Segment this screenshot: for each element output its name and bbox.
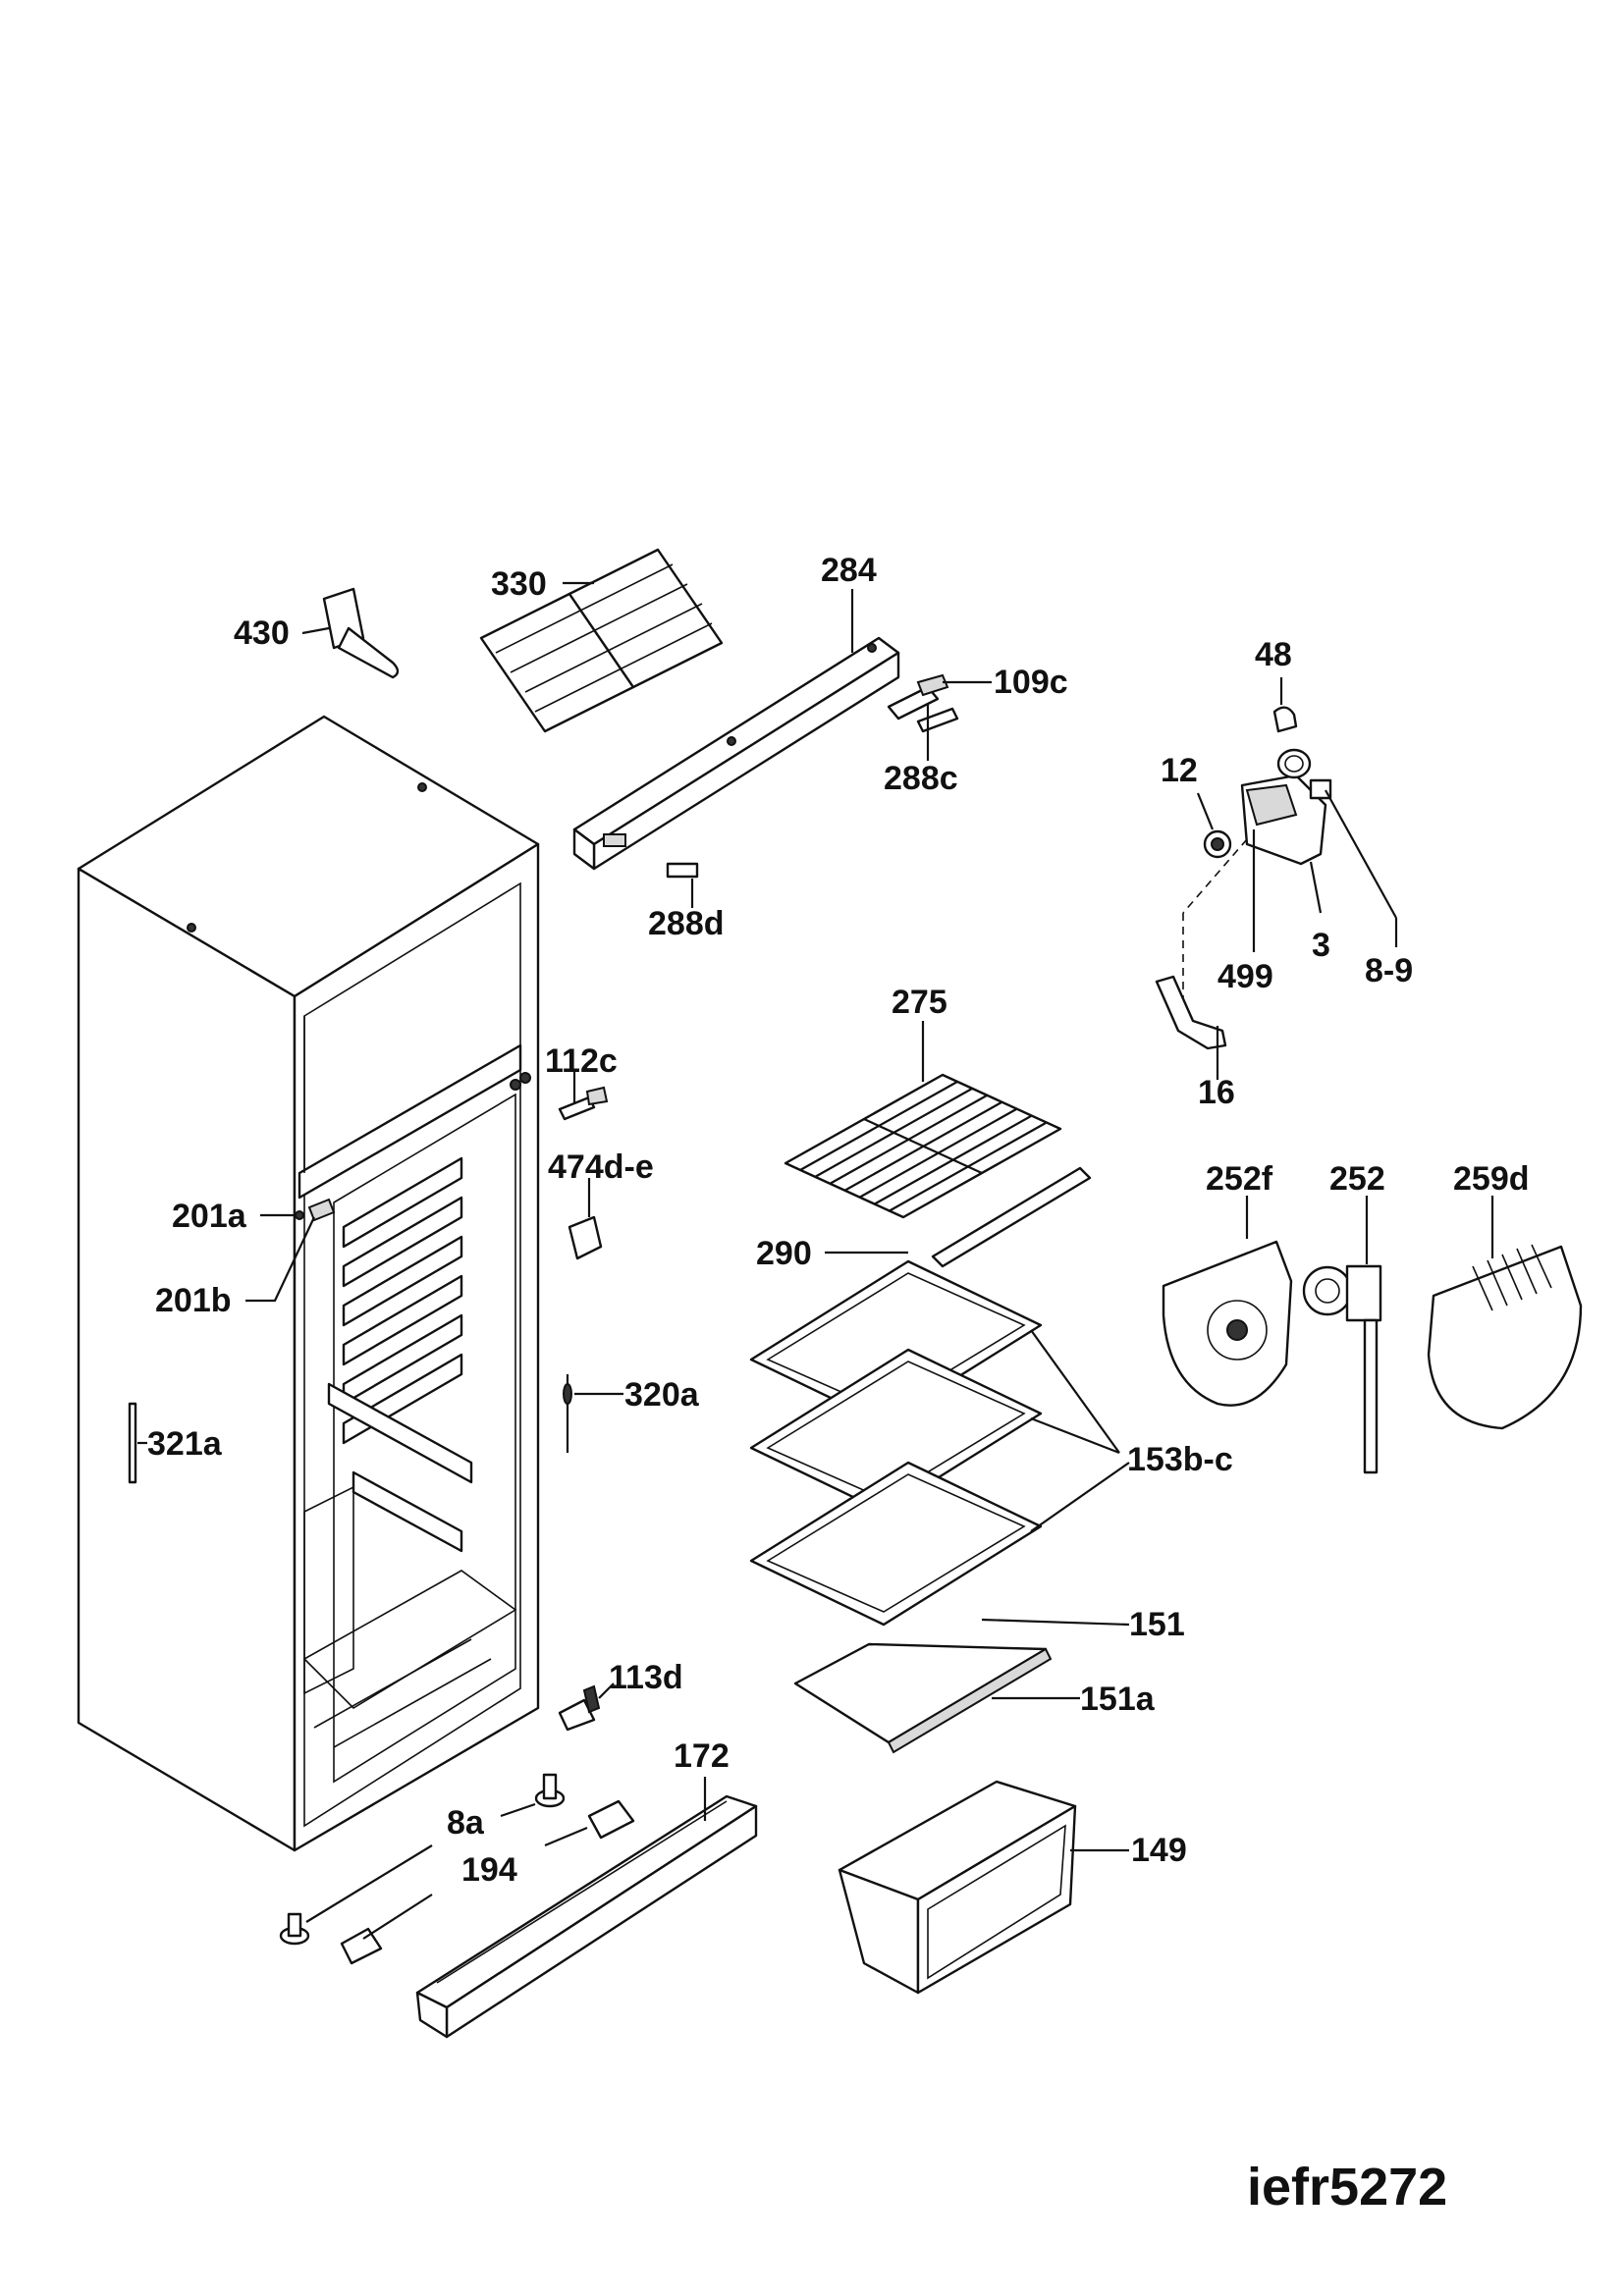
- label-330: 330: [491, 565, 547, 603]
- part-288d-cover-plug: [666, 862, 699, 908]
- label-153b-c: 153b-c: [1127, 1441, 1233, 1478]
- label-151: 151: [1129, 1606, 1185, 1643]
- part-499-wire: [1182, 829, 1256, 1011]
- label-3: 3: [1312, 927, 1330, 964]
- part-320a-pin: [563, 1374, 623, 1453]
- part-430-ice-scraper: [301, 587, 400, 679]
- label-113d: 113d: [609, 1659, 683, 1696]
- part-194-foot-bracket: [340, 1799, 635, 1965]
- part-112c-hinge: [558, 1070, 609, 1121]
- label-8-9: 8-9: [1365, 952, 1413, 989]
- label-16: 16: [1198, 1074, 1235, 1111]
- part-259d-fan-grille: [1427, 1196, 1583, 1430]
- label-149: 149: [1131, 1832, 1187, 1869]
- label-201a: 201a: [172, 1198, 247, 1235]
- part-16-thermostat-bracket: [1155, 975, 1227, 1080]
- part-474d-e-switch: [568, 1178, 603, 1260]
- label-474d-e: 474d-e: [548, 1148, 654, 1186]
- label-288c: 288c: [884, 760, 958, 797]
- part-113d-hinge: [558, 1682, 615, 1732]
- callout-labels: 430 330 284 109c 288c 288d 48 12 499 3 8…: [147, 552, 1530, 1889]
- label-194: 194: [461, 1851, 517, 1889]
- part-321a-strip: [128, 1402, 147, 1484]
- refrigerator-cabinet: [77, 715, 540, 1852]
- part-201b-screw: [245, 1198, 336, 1303]
- part-330-ice-trays: [479, 548, 724, 733]
- label-499: 499: [1217, 958, 1273, 995]
- label-290: 290: [756, 1235, 812, 1272]
- part-8a-adjustable-foot: [279, 1773, 566, 1946]
- label-12: 12: [1161, 752, 1198, 789]
- part-252-fan-motor: [1302, 1196, 1382, 1474]
- part-252f-fan-cover: [1162, 1196, 1293, 1407]
- label-321a: 321a: [147, 1425, 223, 1463]
- part-284-top-cover: [572, 589, 900, 871]
- label-112c: 112c: [545, 1042, 618, 1080]
- part-12-thermostat-knob: [1196, 792, 1232, 859]
- part-201a-screw: [260, 1210, 304, 1220]
- label-430: 430: [234, 614, 290, 652]
- label-288d: 288d: [648, 905, 725, 942]
- part-172-front-cover: [415, 1777, 758, 2039]
- part-149-crisper-drawer: [838, 1780, 1129, 1995]
- part-48-lamp-bulb: [1272, 677, 1298, 733]
- label-284: 284: [821, 552, 877, 589]
- label-8a: 8a: [447, 1804, 485, 1842]
- label-201b: 201b: [155, 1282, 232, 1319]
- model-code: iefr5272: [1247, 2158, 1447, 2216]
- part-153b-c-glass-shelves: [749, 1259, 1130, 1627]
- part-290-shelf-rail: [825, 1166, 1092, 1268]
- part-109c-hinge-clip: [887, 673, 992, 721]
- label-252: 252: [1329, 1160, 1385, 1198]
- label-259d: 259d: [1453, 1160, 1530, 1198]
- label-48: 48: [1255, 636, 1292, 673]
- label-151a: 151a: [1080, 1681, 1156, 1718]
- label-320a: 320a: [624, 1376, 700, 1414]
- part-288c-cover-plug: [916, 705, 959, 761]
- label-275: 275: [892, 984, 947, 1021]
- shelf-rails: [327, 1156, 473, 1553]
- part-275-wire-shelf: [784, 1021, 1062, 1219]
- label-252f: 252f: [1206, 1160, 1273, 1198]
- part-151-crisper-cover: [793, 1618, 1130, 1754]
- label-109c: 109c: [994, 664, 1068, 701]
- part-8-9-thermostat: [1276, 748, 1398, 947]
- label-172: 172: [674, 1737, 730, 1775]
